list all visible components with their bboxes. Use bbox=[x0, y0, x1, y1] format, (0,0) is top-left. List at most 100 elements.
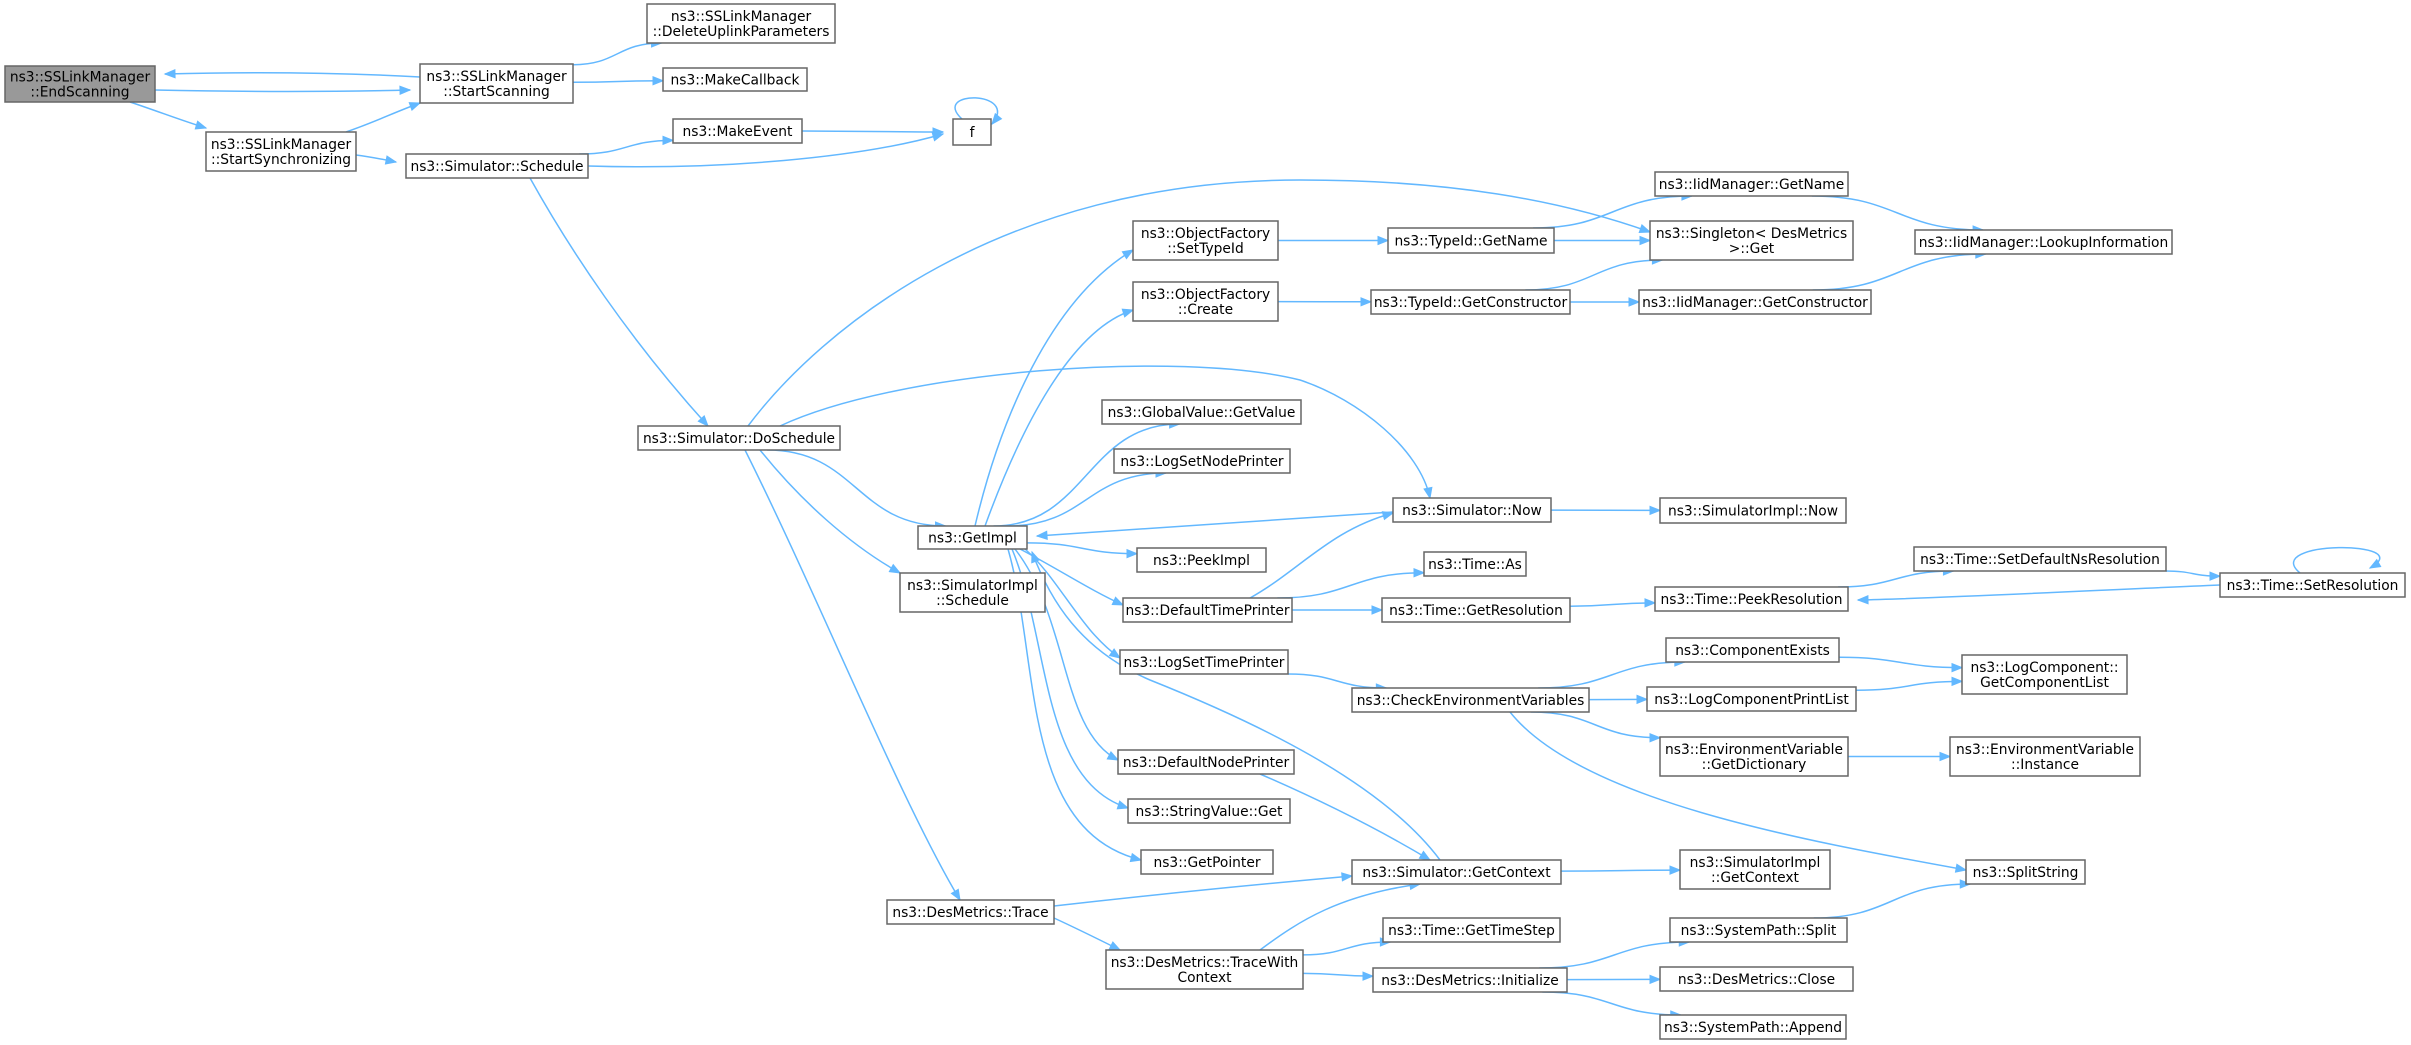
graph-node-n25[interactable]: ns3::GetPointer bbox=[1140, 849, 1274, 875]
node-box bbox=[1659, 736, 1849, 777]
graph-node-n39[interactable]: ns3::LogComponent::GetComponentList bbox=[1961, 654, 2128, 695]
graph-node-n46[interactable]: ns3::DesMetrics::Initialize bbox=[1372, 967, 1568, 993]
node-label: ::SetTypeId bbox=[1167, 241, 1243, 257]
graph-node-n34[interactable]: ns3::Time::PeekResolution bbox=[1654, 586, 1849, 612]
edge-line bbox=[779, 365, 1431, 499]
edge-line bbox=[767, 449, 946, 527]
node-box bbox=[1119, 649, 1289, 675]
node-label: ns3::LogSetTimePrinter bbox=[1124, 655, 1285, 671]
graph-node-n12[interactable]: ns3::SimulatorImpl::Schedule bbox=[899, 572, 1046, 613]
graph-node-n42[interactable]: ns3::EnvironmentVariable::Instance bbox=[1949, 736, 2141, 777]
graph-node-n22[interactable]: ns3::LogSetTimePrinter bbox=[1119, 649, 1289, 675]
graph-node-n19[interactable]: ns3::LogSetNodePrinter bbox=[1113, 448, 1291, 474]
graph-node-n28[interactable]: ns3::IidManager::LookupInformation bbox=[1914, 229, 2173, 255]
node-box bbox=[1914, 229, 2173, 255]
edge-line bbox=[801, 130, 944, 133]
graph-node-n41[interactable]: ns3::EnvironmentVariable::GetDictionary bbox=[1659, 736, 1849, 777]
graph-node-n1[interactable]: ns3::SSLinkManager::StartScanning bbox=[419, 63, 574, 104]
edge-arrowhead bbox=[1951, 662, 1964, 673]
edge-arrowhead bbox=[1035, 530, 1048, 540]
call-edge bbox=[1530, 711, 1662, 743]
node-box bbox=[1382, 917, 1561, 943]
node-box bbox=[1638, 289, 1872, 315]
graph-node-n36[interactable]: ns3::Time::SetResolution bbox=[2219, 572, 2406, 598]
graph-node-n4[interactable]: ns3::MakeCallback bbox=[662, 67, 808, 92]
node-label: ns3::SystemPath::Split bbox=[1681, 923, 1837, 939]
graph-node-n0[interactable]: ns3::SSLinkManager::EndScanning bbox=[4, 65, 156, 103]
edge-line bbox=[1569, 602, 1656, 607]
edge-arrowhead bbox=[932, 127, 945, 137]
edge-arrowhead bbox=[950, 888, 961, 902]
graph-node-n8[interactable]: ns3::Simulator::DoSchedule bbox=[637, 425, 841, 451]
edge-arrowhead bbox=[1639, 235, 1652, 246]
call-edge bbox=[1277, 297, 1373, 307]
edge-arrowhead bbox=[1644, 598, 1657, 608]
graph-node-n6[interactable]: ns3::MakeEvent bbox=[672, 118, 803, 144]
node-box bbox=[899, 572, 1046, 613]
graph-node-n2[interactable]: ns3::SSLinkManager::StartSynchronizing bbox=[205, 131, 357, 172]
node-box bbox=[419, 63, 574, 104]
node-label: ns3::MakeEvent bbox=[683, 124, 793, 140]
graph-node-n33[interactable]: ns3::Time::GetResolution bbox=[1381, 597, 1571, 623]
node-box bbox=[1370, 289, 1571, 315]
node-label: ns3::DesMetrics::Trace bbox=[892, 905, 1048, 921]
graph-node-n29[interactable]: ns3::TypeId::GetConstructor bbox=[1370, 289, 1571, 315]
graph-node-n37[interactable]: ns3::CheckEnvironmentVariables bbox=[1351, 687, 1590, 713]
graph-node-n30[interactable]: ns3::IidManager::GetConstructor bbox=[1638, 289, 1872, 315]
graph-node-n27[interactable]: ns3::IidManager::GetName bbox=[1654, 171, 1849, 197]
graph-node-n20[interactable]: ns3::PeekImpl bbox=[1136, 547, 1267, 573]
graph-node-n17[interactable]: ns3::ObjectFactory::Create bbox=[1132, 281, 1279, 322]
call-edge bbox=[1570, 297, 1641, 307]
edge-line bbox=[1053, 875, 1353, 907]
node-box bbox=[1101, 399, 1302, 425]
graph-node-n3[interactable]: ns3::SSLinkManager::DeleteUplinkParamete… bbox=[646, 3, 836, 44]
edge-arrowhead bbox=[1649, 733, 1662, 743]
graph-node-n43[interactable]: ns3::SplitString bbox=[1965, 859, 2086, 885]
node-label: ns3::DesMetrics::Close bbox=[1678, 972, 1835, 988]
edge-arrowhead bbox=[1413, 568, 1426, 578]
graph-node-n13[interactable]: ns3::DesMetrics::Trace bbox=[886, 899, 1055, 925]
graph-node-n21[interactable]: ns3::DefaultTimePrinter bbox=[1122, 597, 1293, 623]
graph-node-n7[interactable]: f bbox=[952, 118, 992, 146]
node-box bbox=[917, 525, 1028, 550]
edge-arrowhead bbox=[1381, 511, 1395, 521]
graph-node-n5[interactable]: ns3::Simulator::Schedule bbox=[405, 153, 589, 179]
graph-node-n44[interactable]: ns3::SimulatorImpl::GetContext bbox=[1679, 849, 1831, 890]
edge-arrowhead bbox=[1377, 235, 1390, 246]
graph-node-n38[interactable]: ns3::ComponentExists bbox=[1665, 637, 1840, 663]
graph-node-n11[interactable]: ns3::Simulator::Now bbox=[1392, 497, 1552, 523]
graph-node-n47[interactable]: ns3::SystemPath::Split bbox=[1669, 917, 1848, 943]
node-label: ::GetDictionary bbox=[1702, 757, 1807, 773]
graph-node-n14[interactable]: ns3::Simulator::GetContext bbox=[1351, 859, 1562, 885]
graph-node-n16[interactable]: ns3::ObjectFactory::SetTypeId bbox=[1132, 220, 1279, 261]
graph-node-n45[interactable]: ns3::Time::GetTimeStep bbox=[1382, 917, 1561, 943]
edge-arrowhead bbox=[1423, 486, 1433, 500]
graph-node-n40[interactable]: ns3::LogComponentPrintList bbox=[1646, 686, 1857, 712]
graph-node-n18[interactable]: ns3::GlobalValue::GetValue bbox=[1101, 399, 1302, 425]
node-box bbox=[1105, 949, 1304, 990]
graph-node-n49[interactable]: ns3::SystemPath::Append bbox=[1659, 1014, 1847, 1040]
call-edge bbox=[1278, 235, 1390, 246]
graph-node-n9[interactable]: ns3::Singleton< DesMetrics>::Get bbox=[1649, 220, 1854, 261]
call-edge bbox=[1538, 657, 1687, 689]
graph-node-n23[interactable]: ns3::DefaultNodePrinter bbox=[1117, 749, 1295, 775]
edge-arrowhead bbox=[2209, 571, 2222, 581]
graph-node-n48[interactable]: ns3::DesMetrics::Close bbox=[1659, 966, 1854, 992]
edge-arrowhead bbox=[652, 75, 665, 86]
node-label: ns3::Simulator::Now bbox=[1402, 503, 1542, 519]
edge-arrowhead bbox=[888, 563, 902, 574]
graph-node-n24[interactable]: ns3::StringValue::Get bbox=[1127, 798, 1291, 824]
edge-line bbox=[1277, 572, 1425, 599]
graph-node-n32[interactable]: ns3::Time::As bbox=[1423, 551, 1527, 577]
node-box bbox=[1965, 859, 2086, 885]
edge-line bbox=[1530, 711, 1661, 739]
node-label: ns3::GetPointer bbox=[1153, 855, 1260, 871]
edge-line bbox=[1006, 472, 1167, 527]
graph-node-n26[interactable]: ns3::TypeId::GetName bbox=[1387, 227, 1555, 254]
graph-node-n10[interactable]: ns3::GetImpl bbox=[917, 525, 1028, 550]
call-edge bbox=[1026, 542, 1139, 559]
graph-node-n31[interactable]: ns3::SimulatorImpl::Now bbox=[1659, 497, 1847, 524]
graph-node-n35[interactable]: ns3::Time::SetDefaultNsResolution bbox=[1913, 546, 2167, 572]
